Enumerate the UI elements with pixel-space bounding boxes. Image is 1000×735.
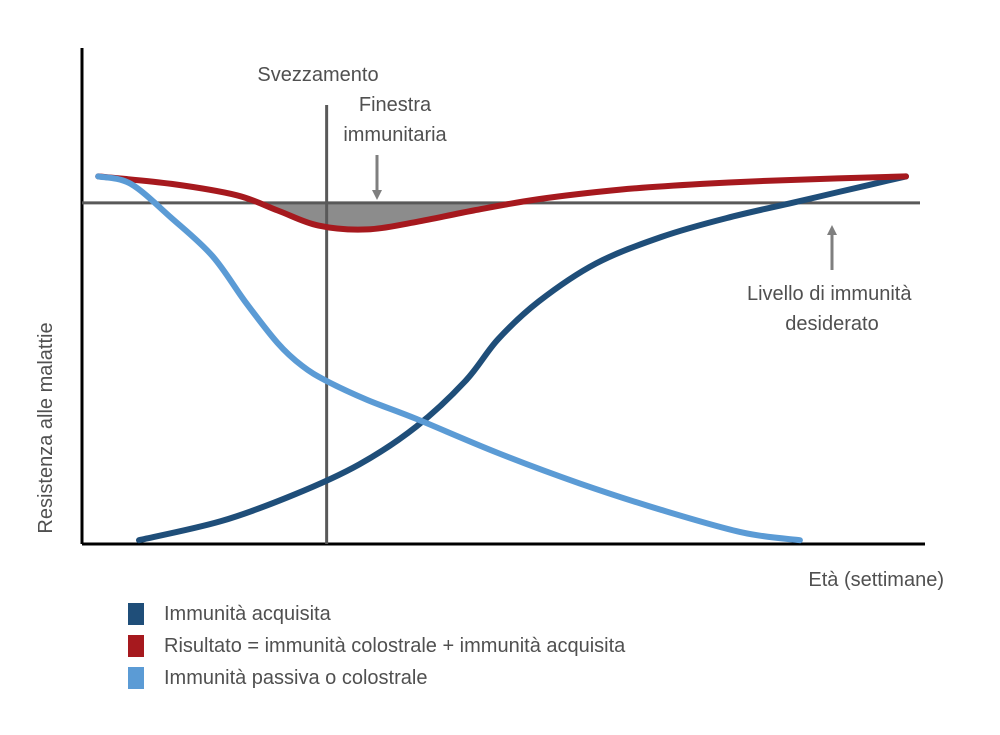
reference-label-line-1: Livello di immunità bbox=[747, 283, 912, 305]
y-axis-label: Resistenza alle malattie bbox=[35, 322, 57, 533]
legend-item: Immunità acquisita bbox=[128, 598, 625, 630]
reference-label-line-2: desiderato bbox=[785, 313, 878, 335]
legend-swatch bbox=[128, 603, 144, 625]
legend-swatch bbox=[128, 635, 144, 657]
annotation-line-2: immunitaria bbox=[343, 124, 447, 146]
legend-item: Immunità passiva o colostrale bbox=[128, 662, 625, 694]
legend: Immunità acquisita Risultato = immunità … bbox=[128, 598, 625, 694]
reference-line-label: Livello di immunità desiderato bbox=[747, 283, 917, 335]
legend-label: Immunità passiva o colostrale bbox=[164, 666, 428, 689]
legend-swatch bbox=[128, 667, 144, 689]
series-line-3 bbox=[95, 173, 803, 544]
x-axis-label: Età (settimane) bbox=[808, 569, 944, 591]
legend-label: Immunità acquisita bbox=[164, 602, 331, 625]
annotation-line-1: Finestra bbox=[359, 94, 432, 116]
immunity-window-area bbox=[259, 202, 517, 230]
series-line-1 bbox=[136, 173, 909, 544]
legend-item: Risultato = immunità colostrale + immuni… bbox=[128, 630, 625, 662]
vertical-marker-label: Svezzamento bbox=[257, 64, 378, 86]
legend-label: Risultato = immunità colostrale + immuni… bbox=[164, 634, 626, 657]
series-line-2 bbox=[95, 173, 909, 233]
